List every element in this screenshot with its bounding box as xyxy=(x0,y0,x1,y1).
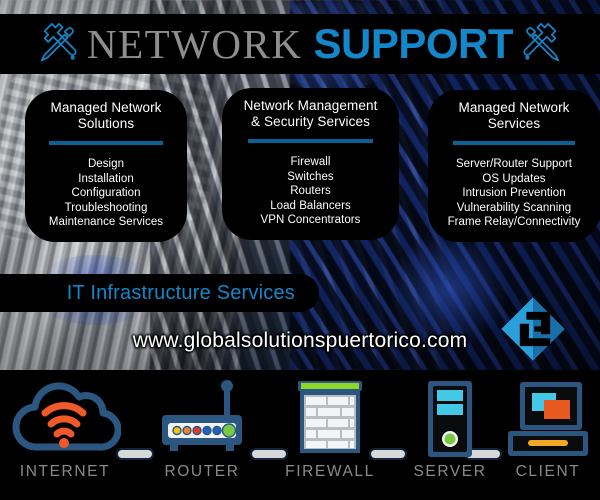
list-item: Configuration xyxy=(71,187,141,199)
list-item: Server/Router Support xyxy=(455,158,573,170)
panel-item-list: Firewall Switches Routers Load Balancers… xyxy=(228,155,393,228)
panel-divider xyxy=(49,141,163,145)
list-item: Switches xyxy=(287,170,334,183)
panel-item-list: Server/Router Support OS Updates Intrusi… xyxy=(434,157,594,230)
service-panel-managed-network-services: Managed Network Services Server/Router S… xyxy=(428,90,600,242)
server-tower-icon xyxy=(428,381,472,457)
diagram-node-client[interactable]: CLIENT xyxy=(488,376,600,500)
it-infrastructure-banner: IT Infrastructure Services xyxy=(0,274,319,312)
panel-divider xyxy=(247,139,374,143)
website-url[interactable]: www.globalsolutionspuertorico.com xyxy=(132,329,468,352)
node-label: INTERNET xyxy=(19,463,111,480)
panel-title-line2: Solutions xyxy=(77,116,135,131)
list-item: Frame Relay/Connectivity xyxy=(447,216,581,228)
connector-line xyxy=(466,450,500,458)
list-item: Routers xyxy=(290,185,331,197)
node-art xyxy=(5,376,125,462)
background-glow-1 xyxy=(390,230,510,350)
panel-title: Managed Network Solutions xyxy=(31,100,181,132)
node-label: FIREWALL xyxy=(285,463,375,480)
node-art xyxy=(390,376,510,462)
network-diagram: INTERNET ROUTE xyxy=(0,370,600,500)
connector-line xyxy=(252,450,286,458)
laptop-client-icon xyxy=(508,382,588,456)
list-item: Firewall xyxy=(290,156,331,168)
banner-label: IT Infrastructure Services xyxy=(66,281,295,304)
connector-line xyxy=(371,450,405,458)
node-art xyxy=(142,376,262,462)
service-panel-network-management-security: Network Management & Security Services F… xyxy=(222,88,399,240)
list-item: Maintenance Services xyxy=(48,216,164,228)
node-label: CLIENT xyxy=(515,463,581,480)
list-item: Design xyxy=(87,158,125,170)
header-title: NETWORK SUPPORT xyxy=(87,20,513,68)
diagram-node-router[interactable]: ROUTER xyxy=(142,376,262,500)
list-item: OS Updates xyxy=(482,172,546,185)
crossed-tools-icon-right xyxy=(523,23,560,62)
node-art xyxy=(270,376,390,462)
panel-title: Network Management & Security Services xyxy=(228,98,393,130)
global-solutions-diamond-logo xyxy=(501,297,565,361)
title-network: NETWORK xyxy=(87,21,303,67)
panel-item-list: Design Installation Configuration Troubl… xyxy=(31,157,181,230)
header-band: NETWORK SUPPORT xyxy=(0,14,600,74)
title-support: SUPPORT xyxy=(313,20,513,67)
list-item: Load Balancers xyxy=(270,199,351,212)
panel-title-line1: Managed Network xyxy=(458,100,570,115)
list-item: Troubleshooting xyxy=(64,201,148,214)
list-item: VPN Concentrators xyxy=(260,214,361,226)
cloud-wifi-icon xyxy=(12,382,121,451)
panel-title-line1: Network Management xyxy=(243,98,378,113)
list-item: Installation xyxy=(78,172,134,185)
panel-divider xyxy=(453,141,575,145)
connector-line xyxy=(118,450,152,458)
panel-title-line1: Managed Network xyxy=(50,100,162,115)
diagram-node-server[interactable]: SERVER xyxy=(390,376,510,500)
panel-title-line2: & Security Services xyxy=(251,114,370,129)
node-art xyxy=(488,376,600,462)
list-item: Intrusion Prevention xyxy=(462,187,566,199)
list-item: Vulnerability Scanning xyxy=(456,201,572,214)
diagram-node-firewall[interactable]: FIREWALL xyxy=(270,376,390,500)
diagram-node-internet[interactable]: INTERNET xyxy=(5,376,125,500)
panel-title-line2: Services xyxy=(487,116,541,131)
firewall-brickwall-icon xyxy=(298,381,362,453)
node-label: SERVER xyxy=(413,463,487,480)
service-panel-managed-network-solutions: Managed Network Solutions Design Install… xyxy=(25,90,187,242)
crossed-tools-icon-left xyxy=(40,23,77,62)
router-icon xyxy=(162,380,242,451)
panel-title: Managed Network Services xyxy=(434,100,594,132)
node-label: ROUTER xyxy=(164,463,240,480)
